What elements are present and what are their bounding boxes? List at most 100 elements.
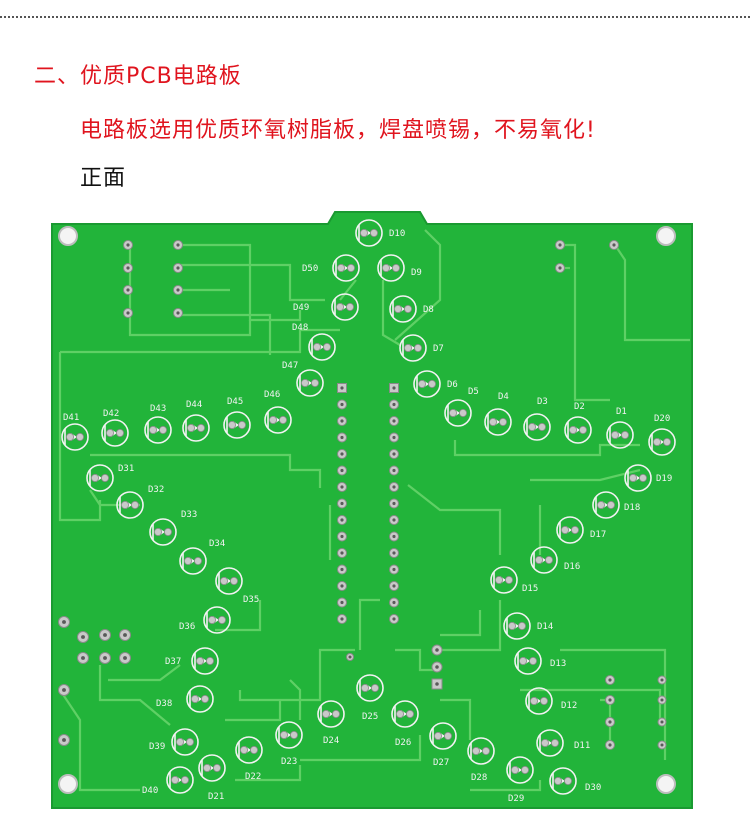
led-pad [535, 556, 544, 565]
ic-pin-left-hole [340, 386, 344, 390]
led-label: D29 [508, 794, 524, 804]
led-label: D21 [208, 792, 224, 802]
led-pad [193, 557, 202, 566]
led-outline [606, 421, 634, 449]
led-pad [66, 432, 75, 441]
led-pad [540, 697, 549, 706]
led-pad [607, 500, 616, 509]
header-pin-hole [660, 743, 664, 747]
led-label: D13 [550, 659, 566, 669]
led-d44: D44 [182, 400, 210, 442]
ic-pin-left-hole [340, 419, 344, 423]
ic-pin-right-hole [392, 600, 396, 605]
led-d16: D16 [530, 546, 580, 574]
trace-16 [407, 484, 502, 555]
trace-36 [59, 689, 140, 792]
led-pad [116, 428, 125, 437]
trace-30 [300, 735, 422, 762]
trace-11 [339, 279, 357, 301]
header-pin-hole [176, 266, 180, 270]
led-outline [556, 516, 584, 544]
ic-pin-right-hole [392, 534, 396, 539]
led-outline [191, 647, 219, 675]
led-pad [639, 473, 648, 482]
led-outline [484, 408, 512, 436]
led-d32: D32 [116, 485, 164, 519]
led-d20: D20 [648, 414, 676, 456]
led-pad [519, 657, 528, 666]
led-pad [336, 263, 345, 272]
led-pad [391, 263, 400, 272]
mounting-hole [656, 226, 676, 246]
led-outline [86, 464, 114, 492]
led-pad [370, 684, 379, 693]
led-d9: D9 [377, 254, 422, 282]
ic-pin-left-hole [340, 485, 344, 489]
led-outline [166, 766, 194, 794]
trace-1 [60, 328, 340, 354]
led-pad [121, 500, 130, 509]
led-outline [564, 416, 592, 444]
led-outline [525, 687, 553, 715]
header-pin-hole [608, 698, 612, 702]
led-pad [91, 473, 100, 482]
led-pad [395, 710, 404, 719]
trace-23 [289, 679, 302, 720]
header-pin-hole [435, 682, 439, 686]
led-d36: D36 [179, 606, 231, 634]
header-pin-hole [660, 720, 664, 724]
led-pad [346, 263, 355, 272]
led-outline [549, 767, 577, 795]
led-outline [264, 406, 292, 434]
led-pad [529, 657, 538, 666]
led-pad [504, 576, 513, 585]
trace-37 [394, 229, 442, 341]
led-d50: D50 [302, 254, 360, 282]
led-outline [624, 464, 652, 492]
led-pad [190, 695, 199, 704]
led-label: D42 [103, 409, 119, 419]
ic-pin-right-hole [392, 452, 396, 456]
led-pad [433, 732, 442, 741]
ic-pin-left-hole [340, 518, 344, 522]
led-outline [523, 413, 551, 441]
led-d23: D23 [275, 721, 303, 767]
ic-pin-left-hole [340, 600, 344, 605]
led-d17: D17 [556, 516, 606, 544]
header-pin-hole [62, 688, 66, 692]
side-label: 正面 [80, 166, 127, 191]
section-title: 二、优质PCB电路板 [34, 64, 242, 89]
led-pad [579, 425, 588, 434]
led-d46: D46 [264, 390, 292, 434]
trace-27 [520, 688, 662, 720]
led-pad [510, 766, 519, 775]
trace-22 [108, 664, 181, 682]
led-outline [223, 411, 251, 439]
header-pin-hole [81, 656, 85, 660]
through-hole-pads [58, 226, 676, 794]
led-label: D6 [447, 380, 458, 390]
led-d31: D31 [86, 464, 134, 492]
led-label: D30 [585, 783, 601, 793]
trace-9 [614, 244, 690, 342]
led-pad [448, 408, 457, 417]
led-d40: D40 [142, 766, 194, 796]
ic-pin-left-hole [340, 452, 344, 456]
led-outline [467, 737, 495, 765]
mounting-hole [58, 774, 78, 794]
led-pad [200, 695, 209, 704]
led-pad [393, 304, 402, 313]
led-pad [322, 342, 331, 351]
led-label: D3 [537, 397, 548, 407]
led-label: D34 [209, 539, 225, 549]
led-label: D44 [186, 400, 202, 410]
ic-pin-right-hole [392, 419, 396, 423]
led-pad [458, 408, 467, 417]
led-pad [569, 425, 578, 434]
led-pad [360, 684, 369, 693]
led-outline [308, 333, 336, 361]
led-pad [653, 437, 662, 446]
led-pad [229, 577, 238, 586]
trace-6 [180, 313, 272, 355]
led-outline [331, 293, 359, 321]
